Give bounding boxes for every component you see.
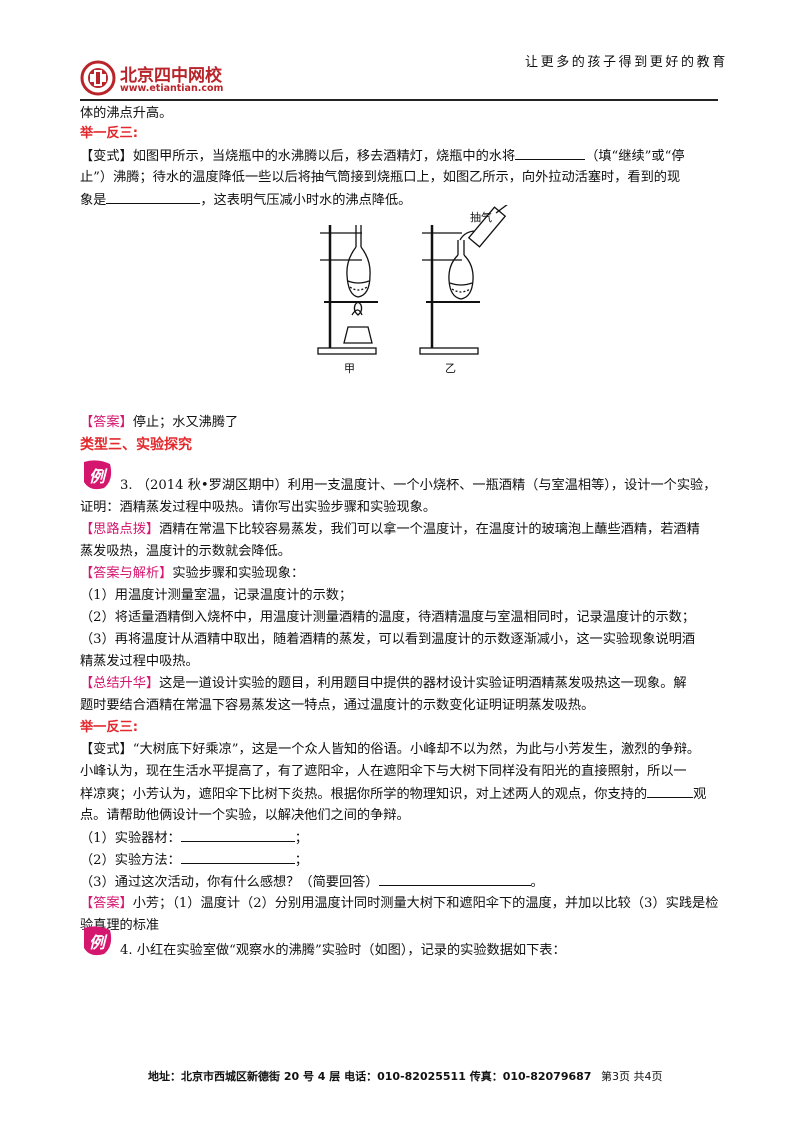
step-3-line-1: （3）再将温度计从酒精中取出，随着酒精的蒸发，可以看到温度计的示数逐渐减小，这一… [80, 632, 696, 647]
summary-line-1: 【总结升华】这是一道设计实验的题目，利用题目中提供的器材设计实验证明酒精蒸发吸热… [80, 676, 687, 691]
figure-a-apparatus [317, 225, 378, 355]
question-3-line-2: 证明：酒精蒸发过程中吸热。请你写出实验步骤和实验现象。 [80, 500, 437, 515]
question-4: 4. 小红在实验室做“观察水的沸腾”实验时（如图），记录的实验数据如下表： [120, 943, 566, 958]
page-number: 第3页 共4页 [600, 1070, 663, 1083]
answer-2-line-1: 【答案】小芳；（1）温度计（2）分别用温度计同时测量大树下和遮阳伞下的温度，并加… [80, 896, 719, 911]
logo-text: 北京四中网校 [120, 66, 222, 86]
section-3-heading: 类型三、实验探究 [80, 437, 192, 453]
logo-url[interactable]: www.etiantian.com [120, 83, 224, 94]
example-badge-icon [84, 460, 112, 490]
summary-line-2: 题时要结合酒精在常温下容易蒸发这一特点，通过温度计的示数变化证明证明蒸发吸热。 [80, 698, 595, 713]
variant-1-line-3: 象是，这表明气压减小时水的沸点降低。 [80, 189, 411, 213]
figure-a-label: 甲 [344, 362, 355, 375]
variant-2-line-1: 【变式】“大树底下好乘凉”，这是一个众人皆知的俗语。小峰却不以为然，为此与小芳发… [80, 742, 701, 757]
variant-2-line-2: 小峰认为，现在生活水平提高了，有了遮阳伞，人在遮阳伞下与大树下同样没有阳光的直接… [80, 764, 687, 779]
header-rule [80, 99, 718, 101]
variant-2-item-2: （2）实验方法：； [80, 849, 308, 873]
variant-2-line-4: 点。请帮助他俩设计一个实验，以解决他们之间的争辩。 [80, 808, 410, 823]
line-1: 体的沸点升高。 [80, 106, 173, 121]
blank-1[interactable] [515, 145, 586, 160]
pump-label: 抽气 [470, 210, 492, 224]
answer-1: 【答案】停止；水又沸腾了 [80, 415, 239, 430]
blank-2[interactable] [106, 189, 201, 204]
blank-3[interactable] [647, 783, 694, 798]
example-badge-icon [84, 926, 112, 956]
footer-address: 地址：北京市西城区新德街 20 号 4 层 电话：010-82025511 传真… [148, 1070, 592, 1083]
blank-6[interactable] [378, 871, 531, 886]
example-badge-2: 例 [80, 924, 114, 958]
example-badge: 例 [80, 458, 114, 492]
boiling-flask-figure: 抽气 甲 乙 [317, 205, 508, 375]
footer: 地址：北京市西城区新德街 20 号 4 层 电话：010-82025511 传真… [148, 1068, 662, 1084]
step-1: （1）用温度计测量室温，记录温度计的示数； [80, 588, 353, 603]
variant-2-line-3: 样凉爽；小芳认为，遮阳伞下比树下炎热。根据你所学的物理知识，对上述两人的观点，你… [80, 783, 706, 807]
step-3-line-2: 精蒸发过程中吸热。 [80, 654, 199, 669]
logo: 北京四中网校 www.etiantian.com [80, 60, 240, 96]
variant-1-line-2: 止”）沸腾；待水的温度降低一些以后将抽气筒接到烧瓶口上，如图乙所示，向外拉动活塞… [80, 170, 681, 185]
hint-line-2: 蒸发吸热，温度计的示数就会降低。 [80, 544, 291, 559]
blank-4[interactable] [180, 827, 295, 842]
slogan: 让更多的孩子得到更好的教育 [525, 55, 728, 70]
blank-5[interactable] [180, 849, 295, 864]
question-3-line-1: 3. （2014 秋•罗湖区期中）利用一支温度计、一个小烧杯、一瓶酒精（与室温相… [120, 478, 717, 493]
practice-heading: 举一反三: [80, 126, 139, 141]
variant-2-item-3: （3）通过这次活动，你有什么感想？（简要回答）。 [80, 871, 544, 895]
answer-analysis: 【答案与解析】实验步骤和实验现象： [80, 566, 305, 581]
practice-heading-2: 举一反三: [80, 720, 139, 735]
step-2: （2）将适量酒精倒入烧杯中，用温度计测量酒精的温度，待酒精温度与室温相同时，记录… [80, 610, 696, 625]
logo-emblem-icon [80, 60, 116, 96]
variant-1-line-1: 【变式】如图甲所示，当烧瓶中的水沸腾以后，移去酒精灯，烧瓶中的水将（填“继续”或… [80, 145, 685, 169]
hint-line-1: 【思路点拨】酒精在常温下比较容易蒸发，我们可以拿一个温度计，在温度计的玻璃泡上蘸… [80, 522, 700, 537]
figure-b-apparatus [419, 205, 508, 355]
variant-2-item-1: （1）实验器材：； [80, 827, 308, 851]
figure-b-label: 乙 [445, 362, 456, 375]
